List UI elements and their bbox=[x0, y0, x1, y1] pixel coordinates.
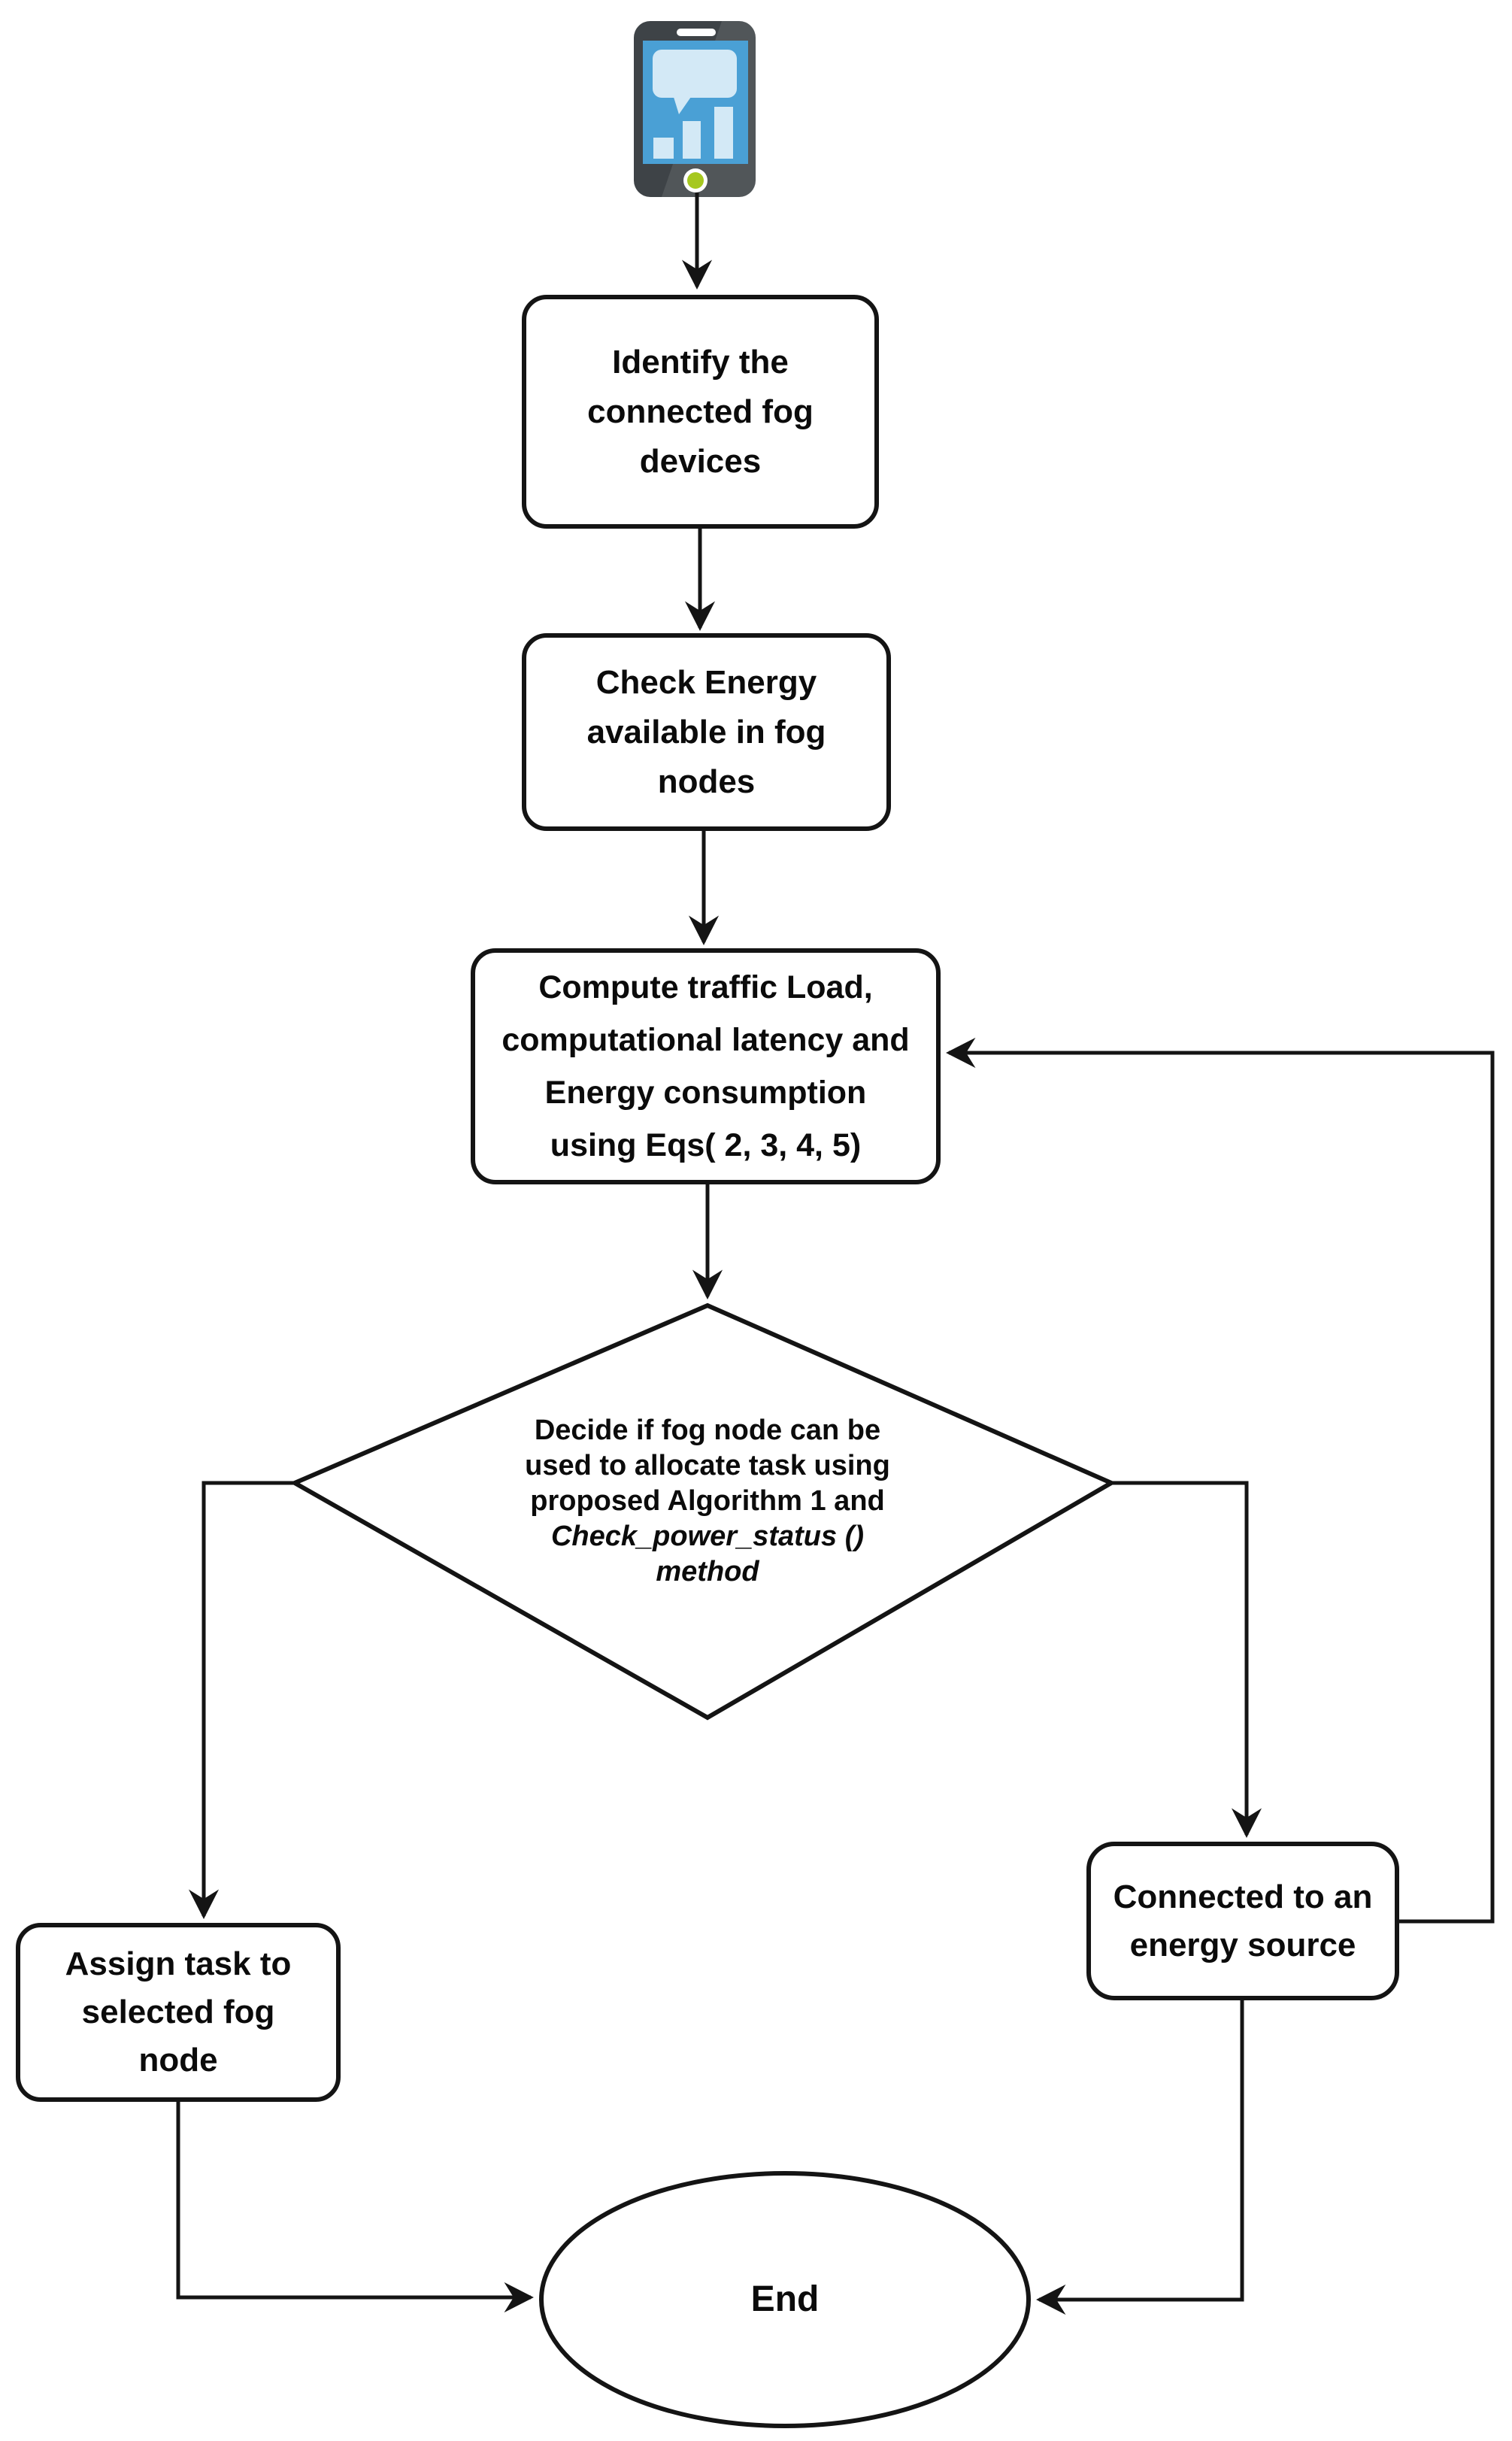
arrow-assign-task-to-end bbox=[176, 2100, 534, 2313]
identify-node-label: Identify the connected fog devices bbox=[587, 343, 814, 480]
arrow-energy-source-loop-to-compute bbox=[946, 1037, 1495, 1924]
arrow-decision-to-assign-task bbox=[188, 1481, 295, 1919]
energy-source-node-shape bbox=[1086, 1842, 1399, 2000]
arrow-energy-source-to-end bbox=[1036, 1999, 1244, 2315]
arrow-decision-to-energy-source bbox=[1111, 1481, 1262, 1838]
assign-task-node-shape bbox=[16, 1923, 341, 2102]
decision-node-label: Decide if fog node can be used to alloca… bbox=[332, 1305, 1083, 1697]
decision-diamond-shape bbox=[289, 1302, 1117, 1721]
compute-node-shape bbox=[471, 948, 941, 1184]
assign-task-node-label: Assign task to selected fog node bbox=[65, 1945, 292, 2079]
check-energy-node-label: Check Energy available in fog nodes bbox=[586, 663, 826, 800]
compute-node-label: Compute traffic Load, computational late… bbox=[501, 969, 910, 1163]
end-node-label: End bbox=[750, 2279, 820, 2319]
identify-node-shape bbox=[522, 295, 879, 529]
decision-node-label-italic: Check_power_status () method bbox=[550, 1520, 864, 1587]
smartphone-analytics-icon bbox=[634, 21, 756, 197]
check-energy-node-shape bbox=[522, 633, 891, 831]
energy-source-node-label: Connected to an energy source bbox=[1113, 1878, 1373, 1963]
decision-node-label-regular: Decide if fog node can be used to alloca… bbox=[525, 1414, 890, 1517]
end-node-shape bbox=[539, 2171, 1031, 2428]
